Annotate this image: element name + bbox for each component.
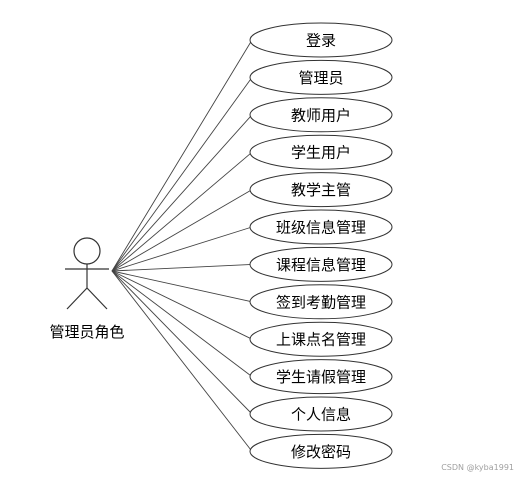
use-case-ellipse (249, 396, 393, 432)
use-case-ellipse (249, 433, 393, 469)
association-line (111, 39, 253, 272)
use-case-ellipse (249, 359, 393, 395)
use-case: 班级信息管理 (249, 209, 393, 245)
use-case-ellipse (249, 172, 393, 208)
use-case-ellipse (249, 134, 393, 170)
actor-left-leg (66, 287, 88, 310)
use-case-label: 上课点名管理 (276, 331, 366, 349)
use-case-label: 班级信息管理 (276, 219, 366, 237)
actor-head (73, 237, 101, 265)
use-case: 签到考勤管理 (249, 284, 393, 320)
association-lines (111, 39, 253, 452)
use-case-label: 学生用户 (291, 144, 351, 162)
use-case: 学生请假管理 (249, 359, 393, 395)
watermark: CSDN @kyba1991 (441, 463, 514, 472)
use-case-label: 学生请假管理 (276, 368, 366, 386)
actor-right-leg (86, 287, 108, 310)
use-case-label: 登录 (306, 32, 336, 50)
association-line (111, 270, 253, 415)
use-case: 学生用户 (249, 134, 393, 170)
use-case-label: 签到考勤管理 (276, 293, 366, 311)
association-line (111, 77, 253, 272)
use-case-ellipse (249, 97, 393, 133)
association-line (111, 270, 253, 340)
use-case-label: 管理员 (298, 69, 343, 87)
association-line (111, 270, 253, 303)
use-cases: 登录管理员教师用户学生用户教学主管班级信息管理课程信息管理签到考勤管理上课点名管… (249, 22, 393, 469)
association-line (111, 114, 253, 272)
use-case-ellipse (249, 246, 393, 282)
use-case-label: 教师用户 (291, 106, 351, 124)
use-case-ellipse (249, 59, 393, 95)
association-line (111, 263, 253, 272)
use-case-label: 个人信息 (291, 406, 351, 424)
use-case: 教师用户 (249, 97, 393, 133)
use-case-ellipse (249, 284, 393, 320)
use-case-ellipse (249, 321, 393, 357)
association-line (111, 189, 253, 272)
association-line (111, 151, 253, 272)
use-case: 管理员 (249, 59, 393, 95)
use-case: 教学主管 (249, 172, 393, 208)
use-case-ellipse (249, 22, 393, 58)
use-case: 修改密码 (249, 433, 393, 469)
use-case: 个人信息 (249, 396, 393, 432)
use-case-label: 课程信息管理 (276, 256, 366, 274)
use-case-ellipse (249, 209, 393, 245)
use-case: 登录 (249, 22, 393, 58)
use-case-label: 修改密码 (291, 443, 351, 461)
use-case-label: 教学主管 (291, 181, 351, 199)
use-case: 上课点名管理 (249, 321, 393, 357)
association-line (111, 270, 253, 452)
association-line (111, 226, 253, 272)
use-case: 课程信息管理 (249, 246, 393, 282)
actor-figure: 管理员角色 (49, 237, 125, 341)
association-line (111, 270, 253, 377)
actor-label: 管理员角色 (49, 323, 124, 341)
